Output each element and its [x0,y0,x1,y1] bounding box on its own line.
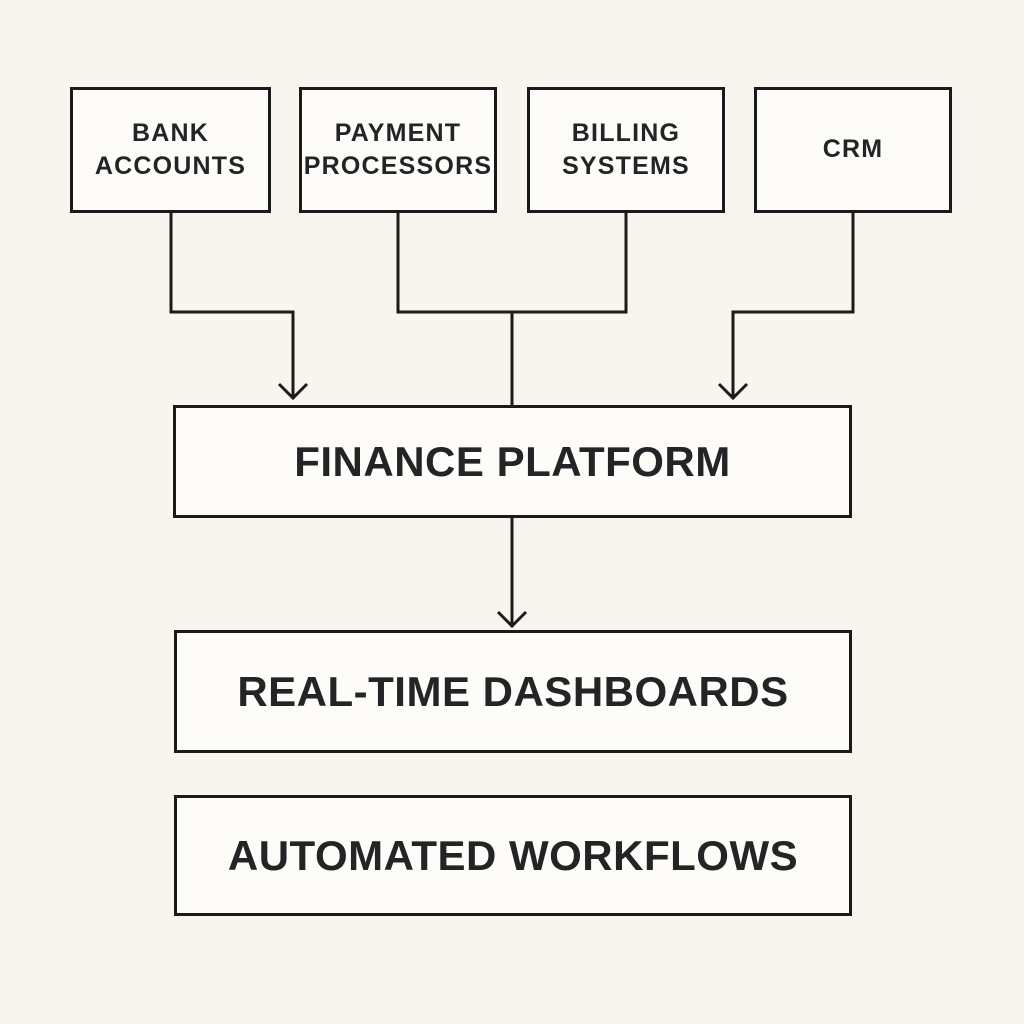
arrowhead-icon [717,382,749,401]
connector-bank-accounts-to-finance-platform [169,213,295,397]
node-payment-processors: PAYMENT PROCESSORS [299,87,497,213]
node-automated-workflows-label: AUTOMATED WORKFLOWS [227,831,799,879]
node-finance-platform: FINANCE PLATFORM [173,405,852,518]
node-real-time-dashboards: REAL-TIME DASHBOARDS [174,630,852,753]
node-billing-systems: BILLING SYSTEMS [527,87,725,213]
node-crm-label: CRM [822,135,884,164]
node-finance-platform-label: FINANCE PLATFORM [294,437,731,485]
connector-payment-billing-join [396,213,628,314]
node-payment-processors-label: PAYMENT PROCESSORS [303,118,493,181]
node-crm: CRM [754,87,952,213]
node-bank-accounts-label: BANK ACCOUNTS [94,118,247,181]
arrowhead-icon [277,382,309,401]
node-real-time-dashboards-label: REAL-TIME DASHBOARDS [237,667,789,715]
node-billing-systems-label: BILLING SYSTEMS [562,118,690,181]
connector-crm-to-finance-platform [731,213,855,397]
node-bank-accounts: BANK ACCOUNTS [70,87,271,213]
node-automated-workflows: AUTOMATED WORKFLOWS [174,795,852,916]
arrowhead-icon [496,610,528,629]
